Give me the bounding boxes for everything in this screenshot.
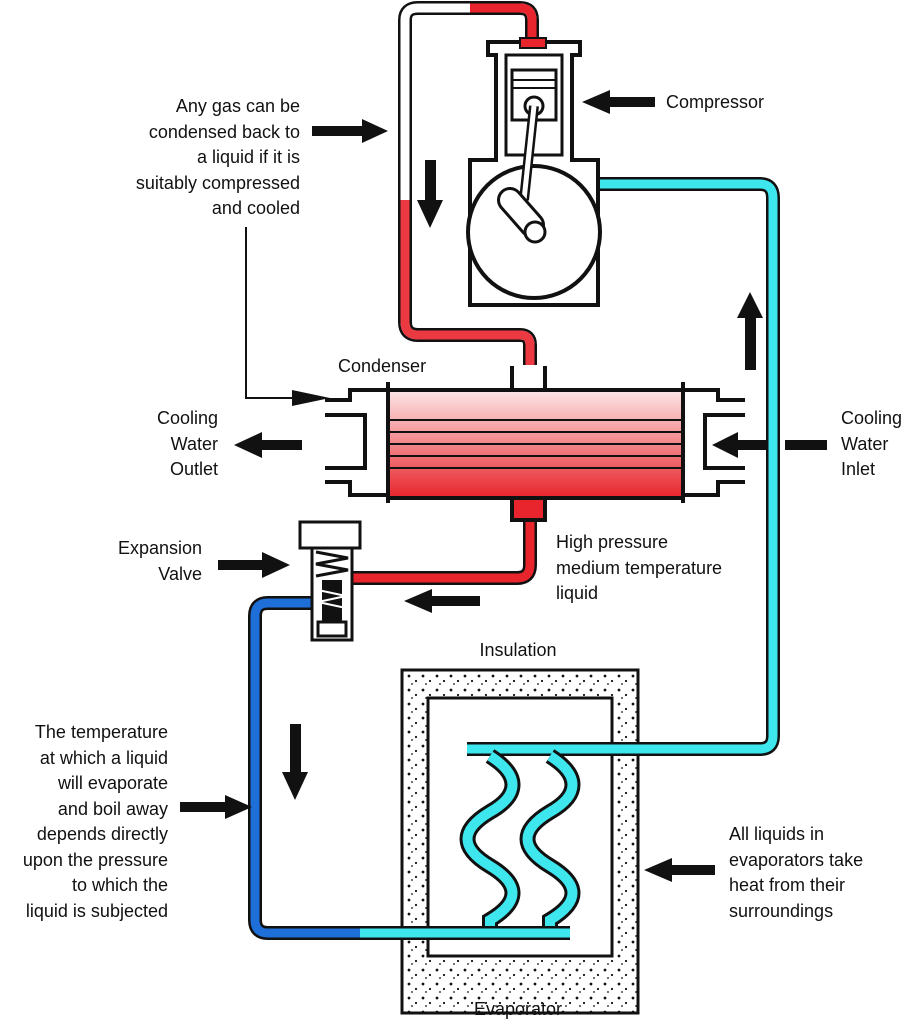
insulation-label: Insulation — [479, 640, 557, 660]
condenser-label: Condenser — [338, 356, 427, 376]
flow-arrows — [180, 90, 827, 882]
evaporator-note: All liquids in evaporators take heat fro… — [729, 824, 864, 921]
condenser — [325, 366, 745, 522]
gas-note: Any gas can be condensed back to a liqui… — [135, 96, 300, 218]
high-pressure-liquid-label: High pressure medium temperature liquid — [556, 532, 723, 603]
cooling-water-inlet-label: Cooling Water Inlet — [841, 408, 903, 479]
temperature-note: The temperature at which a liquid will e… — [22, 722, 168, 921]
cooling-water-outlet-label: Cooling Water Outlet — [156, 408, 218, 479]
compressor-label: Compressor — [666, 92, 765, 112]
compressor — [466, 37, 602, 307]
discharge-line — [398, 1, 539, 365]
liquid-line-cold — [248, 596, 570, 940]
suction-line — [467, 177, 780, 756]
liquid-line-hot — [350, 520, 537, 585]
expansion-valve — [298, 520, 362, 642]
evaporator-coils — [459, 749, 581, 932]
insulation-box — [400, 668, 640, 1015]
evaporator-label: Evaporator — [473, 999, 563, 1019]
expansion-valve-label: Expansion Valve — [117, 538, 202, 584]
